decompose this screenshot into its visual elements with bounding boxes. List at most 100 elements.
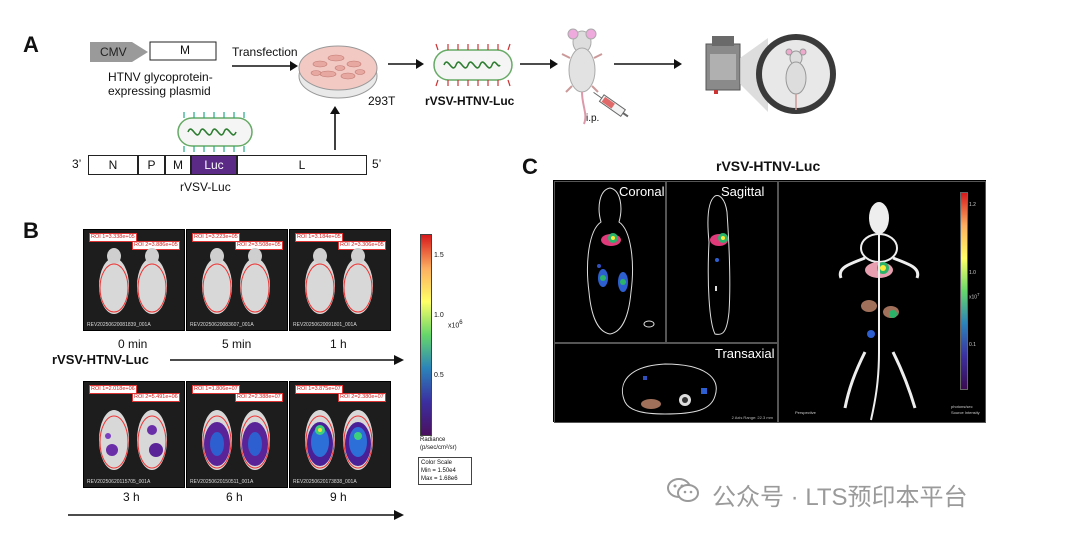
scale-exponent: x107 bbox=[969, 292, 979, 301]
arrow-to-mouse bbox=[520, 59, 558, 69]
panel-c-title: rVSV-HTNV-Luc bbox=[716, 158, 821, 174]
transaxial-view: Transaxial 2 Axis Range: 22.3 mm bbox=[554, 343, 778, 423]
image-id: REV20250620150511_001A bbox=[190, 479, 254, 485]
transfection-label: Transfection bbox=[232, 45, 298, 59]
scale-exponent-power: 7 bbox=[977, 292, 980, 297]
gene-p-label: P bbox=[147, 158, 156, 172]
roi-label: ROI 2=5.491e+06 bbox=[132, 393, 180, 402]
gene-l-label: L bbox=[298, 158, 306, 172]
image-id: REV20250620115705_001A bbox=[87, 479, 151, 485]
roi-label: ROI 2=2.380e+07 bbox=[338, 393, 386, 402]
perspective-view: 1.2 1.0 0.1 x107 photons/sec Source Inte… bbox=[778, 181, 986, 423]
time-0min: 0 min bbox=[118, 337, 148, 351]
panel-c-letter: C bbox=[522, 154, 538, 179]
coronal-view: Coronal bbox=[554, 181, 666, 343]
roi-label: ROI 1=1.806e+07 bbox=[192, 385, 240, 394]
virus-htnv-particle bbox=[433, 43, 513, 87]
up-arrow bbox=[330, 106, 340, 150]
bli-image-0min: ROI 1=3.338e+05 ROI 2=3.886e+05 REV20250… bbox=[83, 229, 185, 331]
image-id: REV20250620091801_001A bbox=[293, 322, 357, 328]
genome-5-end: 5’ bbox=[372, 157, 382, 171]
mice-pair bbox=[305, 248, 373, 314]
time-1h: 1 h bbox=[330, 337, 347, 351]
ct-figure: Coronal Sagittal Transaxial bbox=[553, 180, 986, 423]
colorbar-tick: 0.5 bbox=[434, 372, 444, 379]
sagittal-view: Sagittal bbox=[666, 181, 778, 343]
petri-dish bbox=[298, 45, 378, 99]
panel-b-letter: B bbox=[23, 218, 39, 243]
arrow-to-imager bbox=[614, 59, 682, 69]
colorbar-exponent: x106 bbox=[448, 320, 463, 329]
color-scale-title: Color Scale bbox=[421, 460, 453, 466]
panel-a-letter: A bbox=[23, 32, 39, 57]
scale-caption-2: Source Intensity bbox=[951, 410, 980, 415]
cmv-m-construct bbox=[90, 41, 217, 62]
scale-exponent-base: x10 bbox=[969, 294, 978, 301]
roi-label: ROI 1=3.184e+05 bbox=[295, 233, 343, 242]
bli-image-5min: ROI 1=3.223e+05 ROI 2=3.508e+05 REV20250… bbox=[186, 229, 288, 331]
roi-label: ROI 1=2.018e+06 bbox=[89, 385, 137, 394]
roi-label: ROI 1=3.338e+05 bbox=[89, 233, 137, 242]
colorbar-exponent-power: 6 bbox=[459, 320, 463, 326]
bli-image-3h: ROI 1=2.018e+06 ROI 2=5.491e+06 REV20250… bbox=[83, 381, 185, 488]
gene-m: M bbox=[165, 155, 191, 175]
transaxial-scale-note: 2 Axis Range: 22.3 mm bbox=[731, 415, 773, 420]
scale-caption-1: photons/sec bbox=[951, 404, 973, 409]
time-arrow-1 bbox=[170, 355, 404, 365]
virus-vsv-luc-particle bbox=[177, 112, 253, 152]
colorbar-tick: 1.0 bbox=[434, 312, 444, 319]
mice-pair bbox=[99, 248, 167, 314]
gene-m-label: M bbox=[173, 158, 183, 172]
coronal-body bbox=[587, 187, 655, 335]
sagittal-body bbox=[707, 195, 731, 335]
genome-caption: rVSV-Luc bbox=[180, 180, 231, 194]
mice-pair bbox=[202, 248, 270, 314]
coronal-label: Coronal bbox=[619, 184, 665, 199]
color-scale-min: Min = 1.50e4 bbox=[421, 468, 456, 474]
radiance-colorbar bbox=[420, 234, 432, 436]
mouse-injection-icon bbox=[561, 28, 629, 125]
time-arrow-2 bbox=[68, 510, 404, 520]
scale-tick: 1.2 bbox=[969, 202, 976, 208]
time-3h: 3 h bbox=[123, 490, 140, 504]
roi-label: ROI 2=2.388e+07 bbox=[235, 393, 283, 402]
image-id: REV20250620081839_001A bbox=[87, 322, 151, 328]
cmv-label: CMV bbox=[100, 45, 127, 59]
sagittal-label: Sagittal bbox=[721, 184, 765, 199]
arrow-to-virus bbox=[388, 59, 424, 69]
transaxial-label: Transaxial bbox=[715, 346, 775, 361]
colorbar-exponent-base: x10 bbox=[448, 322, 460, 330]
mice-pair bbox=[99, 410, 167, 470]
radiance-label-1: Radiance bbox=[420, 437, 446, 443]
radiance-label-2: (p/sec/cm²/sr) bbox=[420, 445, 457, 451]
virus-name-b: rVSV-HTNV-Luc bbox=[52, 352, 149, 367]
scale-tick: 1.0 bbox=[969, 270, 976, 276]
bli-image-6h: ROI 1=1.806e+07 ROI 2=2.388e+07 REV20250… bbox=[186, 381, 288, 488]
mice-pair bbox=[305, 410, 373, 470]
perspective-label: Perspective bbox=[795, 410, 816, 415]
bli-image-1h: ROI 1=3.184e+05 ROI 2=3.306e+05 REV20250… bbox=[289, 229, 391, 331]
gene-luc-label: Luc bbox=[204, 158, 224, 172]
wechat-icon bbox=[667, 478, 699, 502]
ivis-imager-icon bbox=[705, 34, 836, 114]
time-9h: 9 h bbox=[330, 490, 347, 504]
plasmid-caption-2: expressing plasmid bbox=[108, 84, 211, 98]
transfection-arrow bbox=[232, 61, 298, 71]
time-6h: 6 h bbox=[226, 490, 243, 504]
genome-3-end: 3’ bbox=[72, 157, 82, 171]
gene-n: N bbox=[88, 155, 138, 175]
cell-line-label: 293T bbox=[368, 94, 396, 108]
m-box-label: M bbox=[180, 43, 190, 57]
route-label: i.p. bbox=[586, 113, 600, 124]
watermark-text: 公众号 · LTS预印本平台 bbox=[712, 484, 968, 511]
gene-p: P bbox=[138, 155, 165, 175]
colorbar-tick: 1.5 bbox=[434, 252, 444, 259]
roi-label: ROI 1=3.875e+07 bbox=[295, 385, 343, 394]
plasmid-caption-1: HTNV glycoprotein- bbox=[108, 70, 213, 84]
time-5min: 5 min bbox=[222, 337, 252, 351]
color-scale-box: Color Scale Min = 1.50e4 Max = 1.68e6 bbox=[418, 457, 472, 485]
image-id: REV20250620083607_001A bbox=[190, 322, 254, 328]
image-id: REV20250620173838_001A bbox=[293, 479, 357, 485]
mice-pair bbox=[202, 410, 270, 470]
gene-n-label: N bbox=[108, 158, 118, 172]
